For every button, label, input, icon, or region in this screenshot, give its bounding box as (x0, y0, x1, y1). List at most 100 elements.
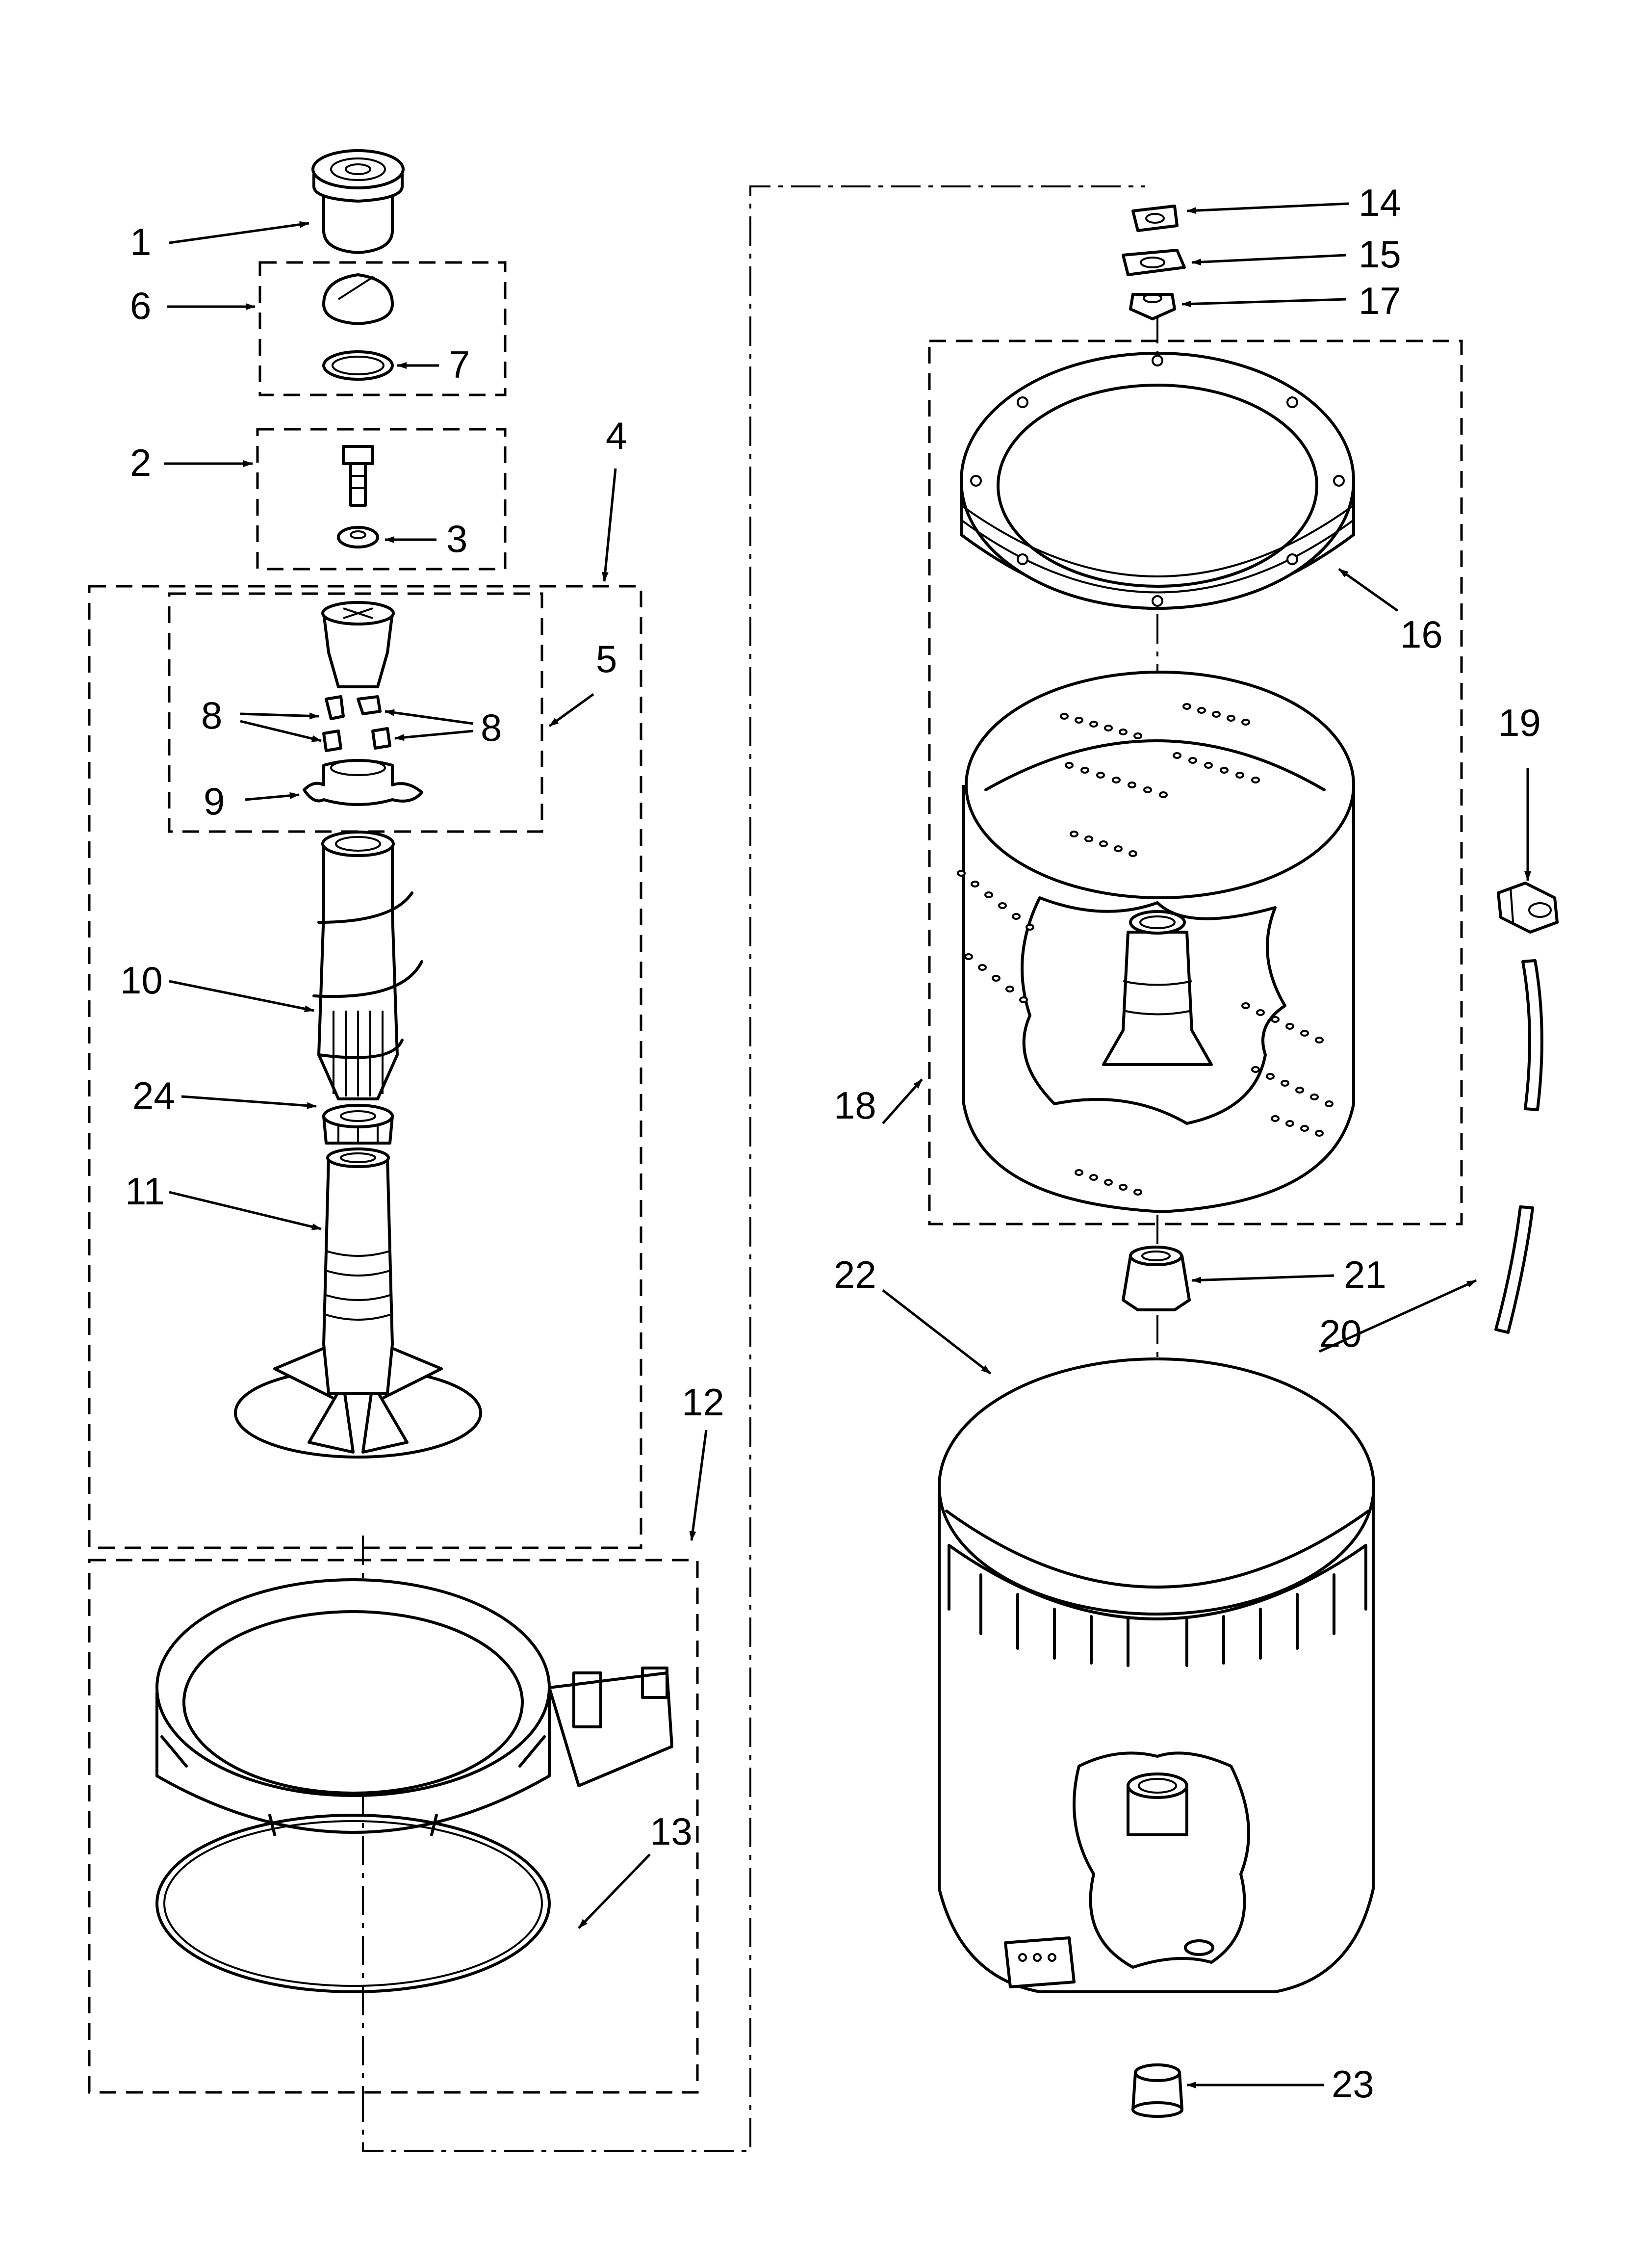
basket-perforations (957, 703, 1334, 1196)
part-2-bolt (342, 445, 374, 507)
perforation-hole (1104, 1179, 1113, 1186)
callout-5: 5 (596, 637, 617, 680)
arrow-5 (548, 693, 594, 728)
perforation-hole (1271, 1115, 1280, 1122)
perforation-hole (1315, 1037, 1324, 1043)
perforation-hole (1159, 791, 1168, 798)
perforation-hole (1281, 1080, 1289, 1087)
perforation-hole (1220, 767, 1229, 774)
perforation-hole (1204, 762, 1213, 769)
perforation-hole (1084, 835, 1093, 842)
arrow-11 (169, 1191, 322, 1230)
perforation-hole (1295, 1087, 1304, 1094)
group-boxes (88, 185, 1463, 2152)
group-box-6 (258, 261, 507, 396)
part-18-basket (962, 671, 1355, 1213)
callout-12: 12 (682, 1381, 724, 1424)
part-7-seal (322, 350, 394, 381)
part-9-retainer (303, 759, 423, 806)
perforation-hole (1133, 1189, 1142, 1196)
callout-20: 20 (1319, 1312, 1362, 1355)
perforation-hole (957, 870, 966, 877)
part-6-agitator-cap (322, 273, 394, 325)
callout-15: 15 (1359, 233, 1401, 276)
perforation-hole (1080, 767, 1089, 774)
part-24-ring (322, 1104, 394, 1145)
arrow-16 (1338, 568, 1399, 612)
perforation-hole (1129, 850, 1137, 857)
perforation-hole (1026, 924, 1034, 931)
part-13-seal (155, 1814, 551, 1993)
perforation-hole (1300, 1030, 1309, 1037)
arrow-20 (1318, 1279, 1477, 1353)
perforation-hole (1212, 711, 1221, 718)
arrow-8b (240, 720, 322, 742)
perforation-hole (992, 975, 1001, 982)
perforation-hole (1227, 715, 1235, 722)
perforation-hole (971, 881, 979, 887)
perforation-hole (1112, 777, 1121, 783)
callout-3: 3 (446, 517, 467, 560)
perforation-hole (1241, 1002, 1250, 1009)
callout-7: 7 (449, 343, 470, 386)
group-box-12 (88, 1559, 699, 2094)
perforation-hole (1143, 786, 1152, 793)
group-box-4 (88, 585, 642, 1549)
perforation-hole (1114, 845, 1123, 852)
arrow-1 (169, 221, 309, 244)
perforation-hole (1197, 707, 1206, 714)
perforation-hole (984, 891, 993, 898)
perforation-hole (1235, 772, 1244, 779)
part-16-balance-ring (960, 352, 1355, 610)
arrow-8d (394, 730, 474, 741)
callout-24: 24 (132, 1074, 175, 1117)
callouts: 1 2 3 4 5 6 7 8 8 9 10 11 12 13 14 15 16… (120, 181, 1541, 2106)
callout-1: 1 (130, 220, 151, 263)
perforation-hole (1070, 831, 1078, 837)
arrow-4 (601, 468, 617, 582)
perforation-hole (1251, 777, 1260, 783)
part-11-agitator-base (234, 1147, 482, 1459)
part-10-auger (312, 831, 423, 1100)
arrow-8a (240, 712, 319, 720)
callout-2: 2 (130, 441, 151, 484)
perforation-hole (1173, 752, 1181, 759)
callout-8-right: 8 (481, 706, 502, 749)
leader-arrows (164, 202, 1531, 2088)
perforation-hole (1104, 725, 1113, 731)
part-23-plug (1131, 2063, 1183, 2118)
perforation-hole (1128, 782, 1136, 788)
perforation-hole (1285, 1120, 1294, 1127)
perforation-hole (1075, 717, 1083, 724)
perforation-hole (1285, 1023, 1294, 1030)
arrow-21 (1191, 1274, 1334, 1284)
callout-13: 13 (650, 1810, 693, 1853)
perforation-hole (964, 953, 973, 960)
perforation-hole (1315, 1130, 1324, 1137)
perforation-hole (1096, 772, 1105, 779)
arrow-15 (1191, 254, 1347, 266)
callout-8-left: 8 (201, 694, 222, 737)
perforation-hole (1188, 757, 1197, 764)
callout-16: 16 (1400, 613, 1443, 656)
group-box-16-18 (928, 339, 1463, 1225)
perforation-hole (1005, 986, 1014, 992)
perforation-hole (1065, 762, 1074, 769)
callout-21: 21 (1344, 1253, 1386, 1296)
perforation-hole (1325, 1100, 1334, 1107)
perforation-hole (978, 964, 987, 971)
callout-17: 17 (1359, 279, 1401, 322)
part-17-nut (1129, 293, 1176, 320)
part-12-tub-ring (155, 1578, 673, 1836)
group-box-2 (256, 428, 507, 571)
perforation-hole (1256, 1009, 1265, 1016)
callout-9: 9 (204, 780, 225, 823)
part-1-dispenser (311, 149, 405, 254)
part-14-clip (1131, 205, 1179, 232)
callout-4: 4 (606, 414, 627, 457)
part-5-cam (321, 601, 395, 688)
part-20-hose (1494, 959, 1543, 1334)
perforation-hole (1012, 913, 1021, 920)
perforation-hole (1089, 1174, 1098, 1181)
